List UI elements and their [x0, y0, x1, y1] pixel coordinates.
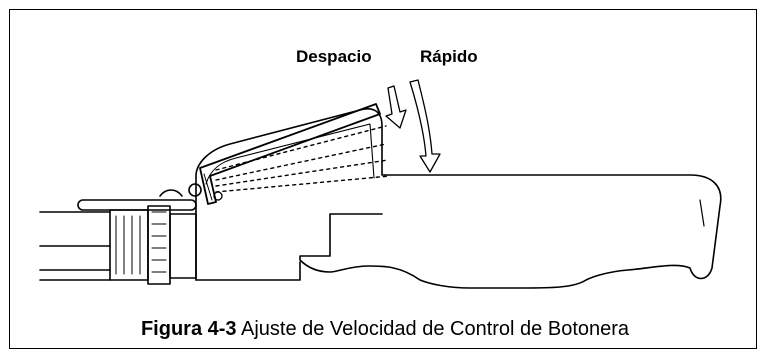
slow-label: Despacio: [296, 47, 372, 66]
fast-arrow: [409, 79, 441, 173]
pendant-body: [195, 108, 722, 289]
fast-label: Rápido: [420, 47, 478, 66]
hex-key: [199, 103, 381, 205]
figure-frame: [9, 9, 757, 349]
figure-caption: Figura 4-3 Ajuste de Velocidad de Contro…: [0, 318, 770, 341]
slow-arrow: [385, 85, 407, 129]
figure-title: Ajuste de Velocidad de Control de Botone…: [240, 318, 630, 340]
figure-number: Figura 4-3: [140, 318, 237, 340]
cable-assembly: [39, 183, 202, 285]
adjustment-range-lines: [215, 125, 391, 193]
